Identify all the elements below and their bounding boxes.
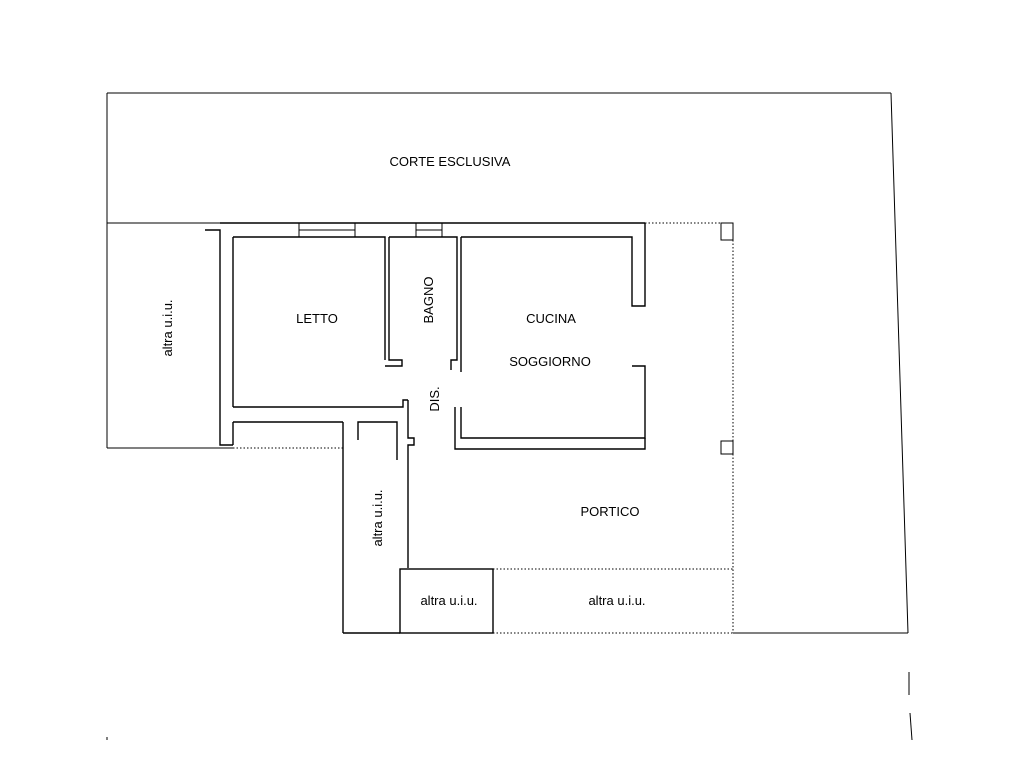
pillar-mid — [720, 440, 734, 455]
room-cucina-soggiorno — [454, 223, 646, 450]
portico-boundary — [493, 222, 734, 633]
label-soggiorno: SOGGIORNO — [509, 354, 591, 369]
courtyard-boundary — [106, 92, 913, 741]
label-bagno: BAGNO — [421, 277, 436, 324]
bottom-units — [343, 568, 733, 634]
corridor-walls — [233, 400, 415, 633]
house-top-wall — [220, 222, 733, 238]
label-altra-corridor: altra u.i.u. — [370, 489, 385, 546]
room-bagno — [385, 236, 458, 370]
label-altra-box: altra u.i.u. — [420, 593, 477, 608]
label-portico: PORTICO — [581, 504, 640, 519]
room-letto — [233, 236, 408, 408]
altra-box-outline — [399, 568, 494, 634]
label-letto: LETTO — [296, 311, 338, 326]
label-dis: DIS. — [427, 386, 442, 411]
house-left-wall — [205, 229, 234, 446]
label-altra-bottom: altra u.i.u. — [588, 593, 645, 608]
left-unit-boundary — [107, 222, 343, 449]
pillar-top — [720, 222, 734, 241]
label-corte-esclusiva: CORTE ESCLUSIVA — [390, 154, 511, 169]
label-cucina: CUCINA — [526, 311, 576, 326]
label-altra-left: altra u.i.u. — [160, 299, 175, 356]
